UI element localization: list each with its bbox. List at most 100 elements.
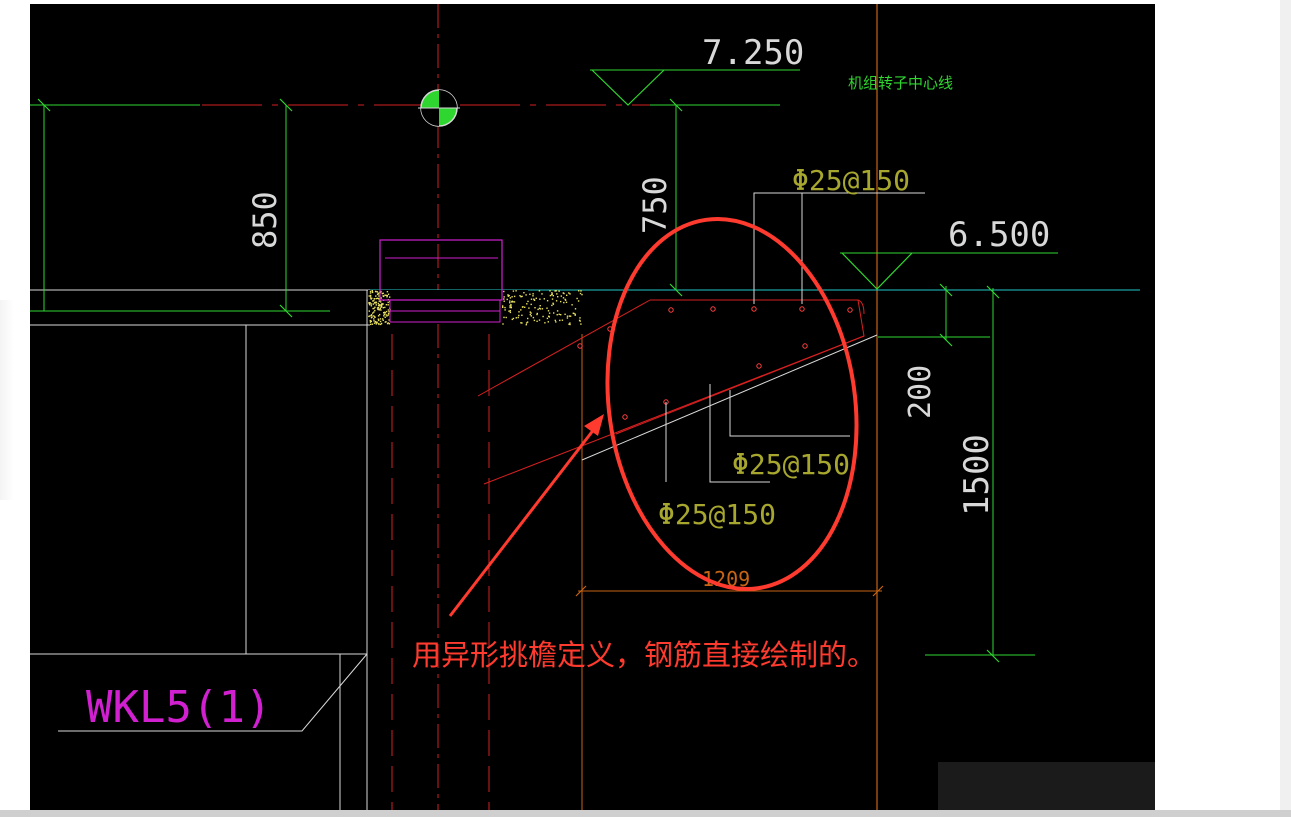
- hatch-dot: [503, 316, 505, 319]
- hatch-dot: [373, 320, 375, 322]
- hatch-dot: [569, 315, 572, 317]
- hatch-dot: [566, 315, 569, 317]
- hatch-dot: [560, 295, 562, 297]
- hatch-dot: [527, 317, 529, 320]
- hatch-dot: [369, 292, 372, 294]
- hatch-dot: [507, 295, 509, 297]
- hatch-dot: [377, 292, 380, 295]
- hatch-dot: [510, 305, 512, 307]
- hatch-dot: [387, 293, 390, 295]
- dim-850-text: 850: [246, 191, 284, 249]
- hatch-dot: [556, 314, 558, 316]
- hatch-dot: [511, 318, 513, 321]
- hatch-dot: [371, 291, 374, 293]
- hatch-dot: [538, 319, 541, 321]
- dim-left-tick: [37, 98, 51, 112]
- cad-canvas[interactable]: 7.250 6.500 机组转子中心线 850 750: [30, 4, 1155, 810]
- hatch-dot: [509, 306, 511, 309]
- hatch-dot: [383, 315, 385, 317]
- hatch-dot: [372, 307, 374, 310]
- rebar-dot: [802, 343, 808, 349]
- hatch-dot: [512, 317, 515, 320]
- hatch-dot: [579, 320, 581, 322]
- hatch-dot: [521, 306, 524, 308]
- hatch-dot: [536, 313, 538, 316]
- hatch-dot: [580, 323, 582, 325]
- hatch-dot: [509, 305, 511, 307]
- elevation-mark-top: [590, 69, 800, 106]
- hatch-dot: [541, 308, 544, 310]
- hatch-dot: [373, 315, 375, 317]
- hatch-dot: [523, 292, 525, 294]
- hatch-dot: [376, 291, 378, 293]
- hatch-dot: [378, 313, 381, 316]
- hatch-dot: [530, 312, 532, 314]
- hatch-dot: [551, 292, 553, 294]
- hatch-dot: [387, 314, 389, 316]
- horizontal-scrollbar[interactable]: [0, 810, 1291, 817]
- hatch-dot: [373, 307, 375, 310]
- hatch-dot: [502, 306, 504, 308]
- hatch-dot: [386, 296, 388, 298]
- hatch-dot: [530, 315, 532, 317]
- hatch-dot: [377, 318, 380, 320]
- hatch-dot: [512, 290, 515, 292]
- markup-ellipse: [605, 217, 859, 591]
- hatch-dot: [378, 300, 380, 302]
- hatch-dot: [538, 290, 541, 292]
- hatch-dot: [380, 290, 382, 293]
- hatch-dot: [373, 318, 375, 320]
- hatch-dot: [517, 316, 519, 319]
- beam-label: WKL5(1): [86, 682, 271, 733]
- hatch-dot: [519, 295, 521, 297]
- rebar-dot: [710, 306, 716, 312]
- hatch-dot: [382, 318, 384, 320]
- hatch-dot: [576, 297, 578, 300]
- hatch-dot: [551, 304, 553, 307]
- hatch-dot: [509, 300, 511, 302]
- hatch-dot: [554, 290, 556, 292]
- hatch-dot: [387, 322, 389, 324]
- hatch-dot: [563, 292, 565, 295]
- hatch-dot: [372, 300, 374, 302]
- hatch-dot: [371, 290, 373, 292]
- hatch-dot: [536, 320, 538, 322]
- hatch-dot: [377, 302, 380, 305]
- hatch-dot: [383, 312, 385, 314]
- hatch-dot: [547, 321, 549, 323]
- hatch-dot: [558, 313, 560, 315]
- hatch-dot: [369, 295, 372, 297]
- hatch-dot: [384, 316, 386, 318]
- hatch-dot: [369, 290, 372, 293]
- hatch-dot: [388, 319, 390, 321]
- rebar-dot: [799, 306, 805, 312]
- hatch-dot: [533, 319, 536, 322]
- hatch-dot: [508, 310, 510, 312]
- hatch-dot: [376, 293, 379, 296]
- hatch-dot: [382, 295, 385, 298]
- hatch-dot: [542, 315, 544, 318]
- hatch-dot: [376, 297, 379, 299]
- hatch-dot: [530, 298, 533, 300]
- hatch-dot: [508, 294, 510, 297]
- hatch-dot: [572, 312, 574, 314]
- hatch-dot: [535, 297, 537, 299]
- hatch-dot: [579, 317, 581, 319]
- hatch-dot: [558, 290, 560, 292]
- vertical-scrollbar[interactable]: [1280, 0, 1291, 817]
- hatch-dot: [569, 293, 571, 295]
- hatch-dot: [564, 299, 567, 301]
- hatch-dot: [574, 314, 576, 316]
- elevation-slab-text: 6.500: [948, 215, 1050, 255]
- hatch-dot: [386, 291, 389, 293]
- hatch-dot: [372, 303, 375, 305]
- hatch-dot: [556, 310, 559, 312]
- hatch-dot: [369, 321, 372, 323]
- hatch-dot: [536, 312, 538, 315]
- hatch-dot: [503, 298, 505, 300]
- rebar-dot: [577, 343, 583, 349]
- hatch-dot: [377, 315, 380, 317]
- hatch-dot: [380, 305, 383, 307]
- markup-annotation: 用异形挑檐定义，钢筋直接绘制的。: [412, 638, 876, 672]
- hatch-dot: [580, 290, 582, 292]
